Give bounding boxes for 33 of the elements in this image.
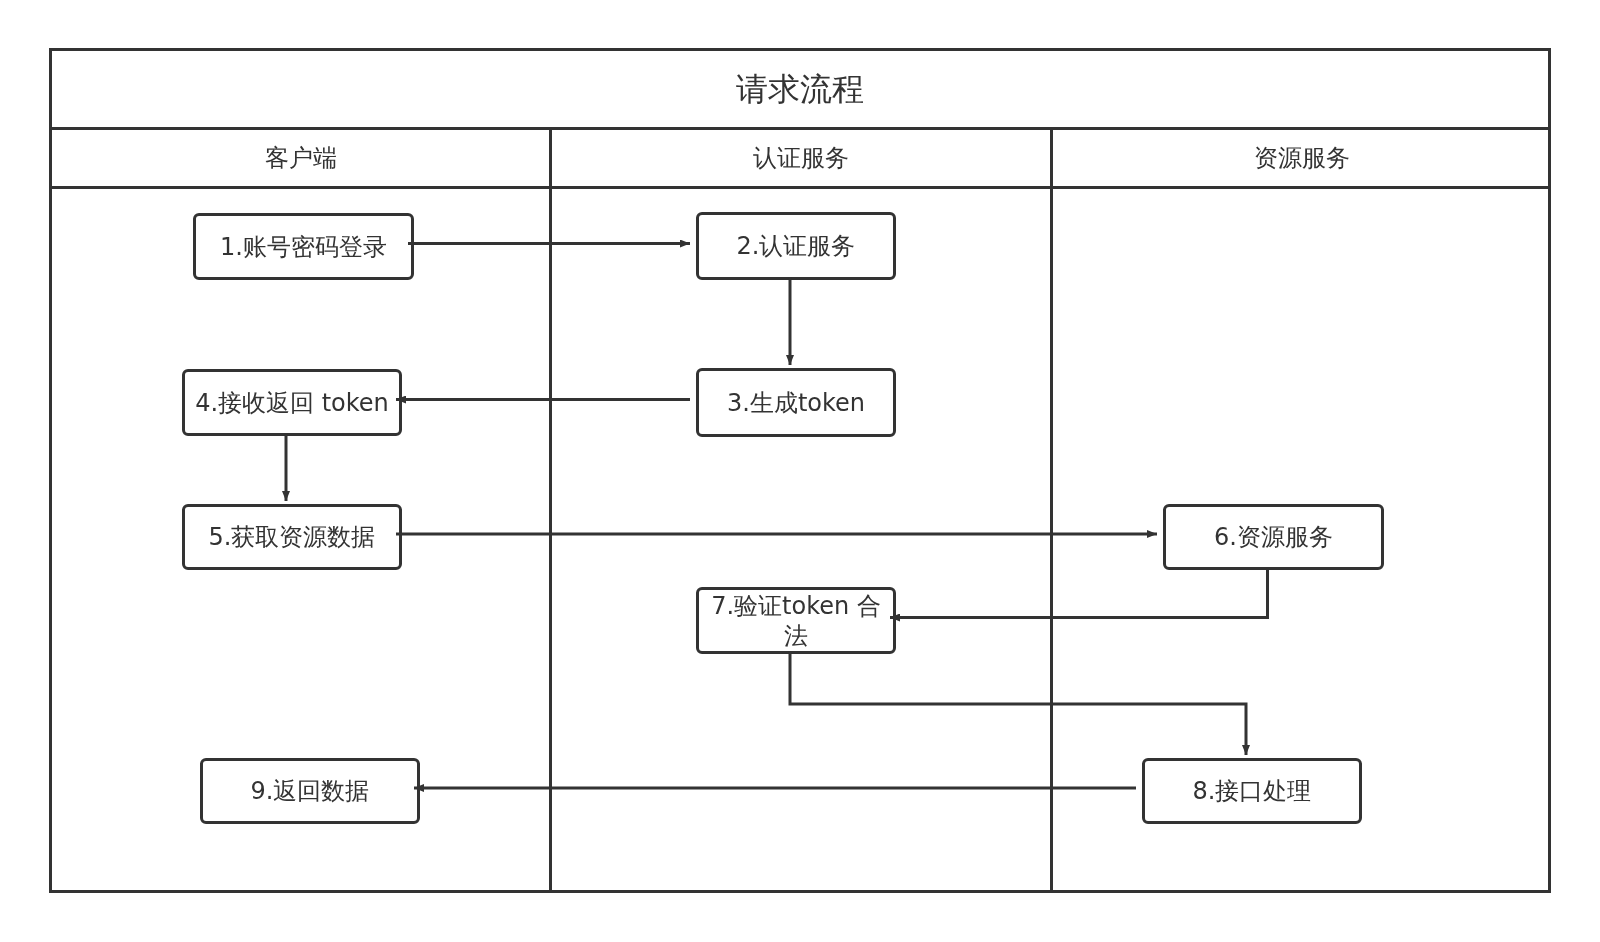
arrow: [408, 239, 690, 248]
lane-header: 认证服务: [753, 143, 849, 174]
process-box: [200, 758, 420, 824]
arrow: [786, 277, 794, 365]
process-box: [1163, 504, 1384, 570]
swimlane: [1050, 130, 1551, 893]
process-box: [1142, 758, 1362, 824]
process-box: [193, 213, 414, 280]
arrow: [396, 395, 690, 404]
step-label: 8.接口处理: [1192, 776, 1312, 806]
process-box: [696, 587, 896, 654]
swimlane-pool: [49, 48, 1551, 893]
lane-header: 客户端: [264, 143, 337, 174]
arrow: [414, 784, 1136, 792]
arrow: [282, 433, 290, 501]
process-box: [182, 504, 402, 570]
process-box: [696, 212, 896, 280]
step-label: 6.资源服务: [1214, 522, 1333, 552]
arrow: [396, 530, 1157, 538]
lane-header: 资源服务: [1254, 143, 1350, 174]
pool-title: 请求流程: [736, 69, 864, 110]
arrow: [890, 567, 1269, 622]
step-label: 3.生成token: [727, 387, 865, 418]
step-label: 7.验证token 合法: [710, 590, 882, 651]
process-box: [696, 368, 896, 437]
swimlane: [549, 130, 1050, 893]
step-label: 9.返回数据: [250, 776, 370, 806]
step-label: 1.账号密码登录: [220, 231, 387, 262]
process-box: [182, 369, 402, 436]
arrow: [788, 651, 1250, 755]
step-label: 4.接收返回 token: [195, 387, 389, 418]
step-label: 2.认证服务: [736, 231, 856, 261]
step-label: 5.获取资源数据: [208, 522, 376, 552]
